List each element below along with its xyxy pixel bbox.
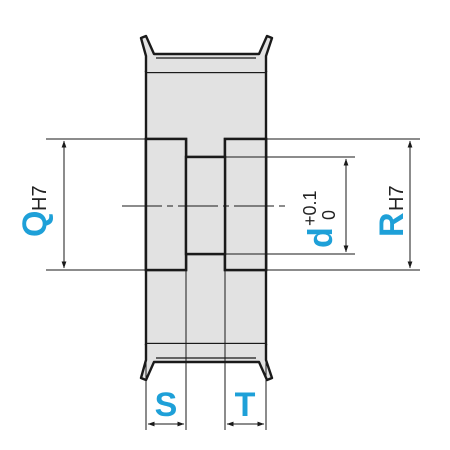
s-dimension: S (147, 386, 185, 427)
d-tolerance-lower: 0 (319, 210, 339, 220)
bottom-flange (139, 344, 274, 382)
q-label: Q (16, 211, 54, 237)
d-label: d (302, 227, 340, 248)
left-bore (144, 137, 188, 272)
bore-sections (144, 137, 268, 272)
pulley-body (122, 34, 290, 430)
r-tolerance: H7 (386, 185, 408, 211)
t-label: T (235, 386, 256, 424)
top-flange (139, 34, 274, 72)
q-dimension: Q H7 (16, 138, 146, 271)
q-tolerance: H7 (29, 185, 51, 211)
r-dimension: R H7 (266, 138, 420, 271)
right-bore (223, 137, 268, 272)
t-dimension: T (226, 386, 265, 427)
r-label: R (373, 212, 411, 237)
d-dimension: d +0.1 0 (225, 156, 355, 255)
s-label: S (155, 386, 178, 424)
d-tolerance-upper: +0.1 (300, 190, 320, 226)
